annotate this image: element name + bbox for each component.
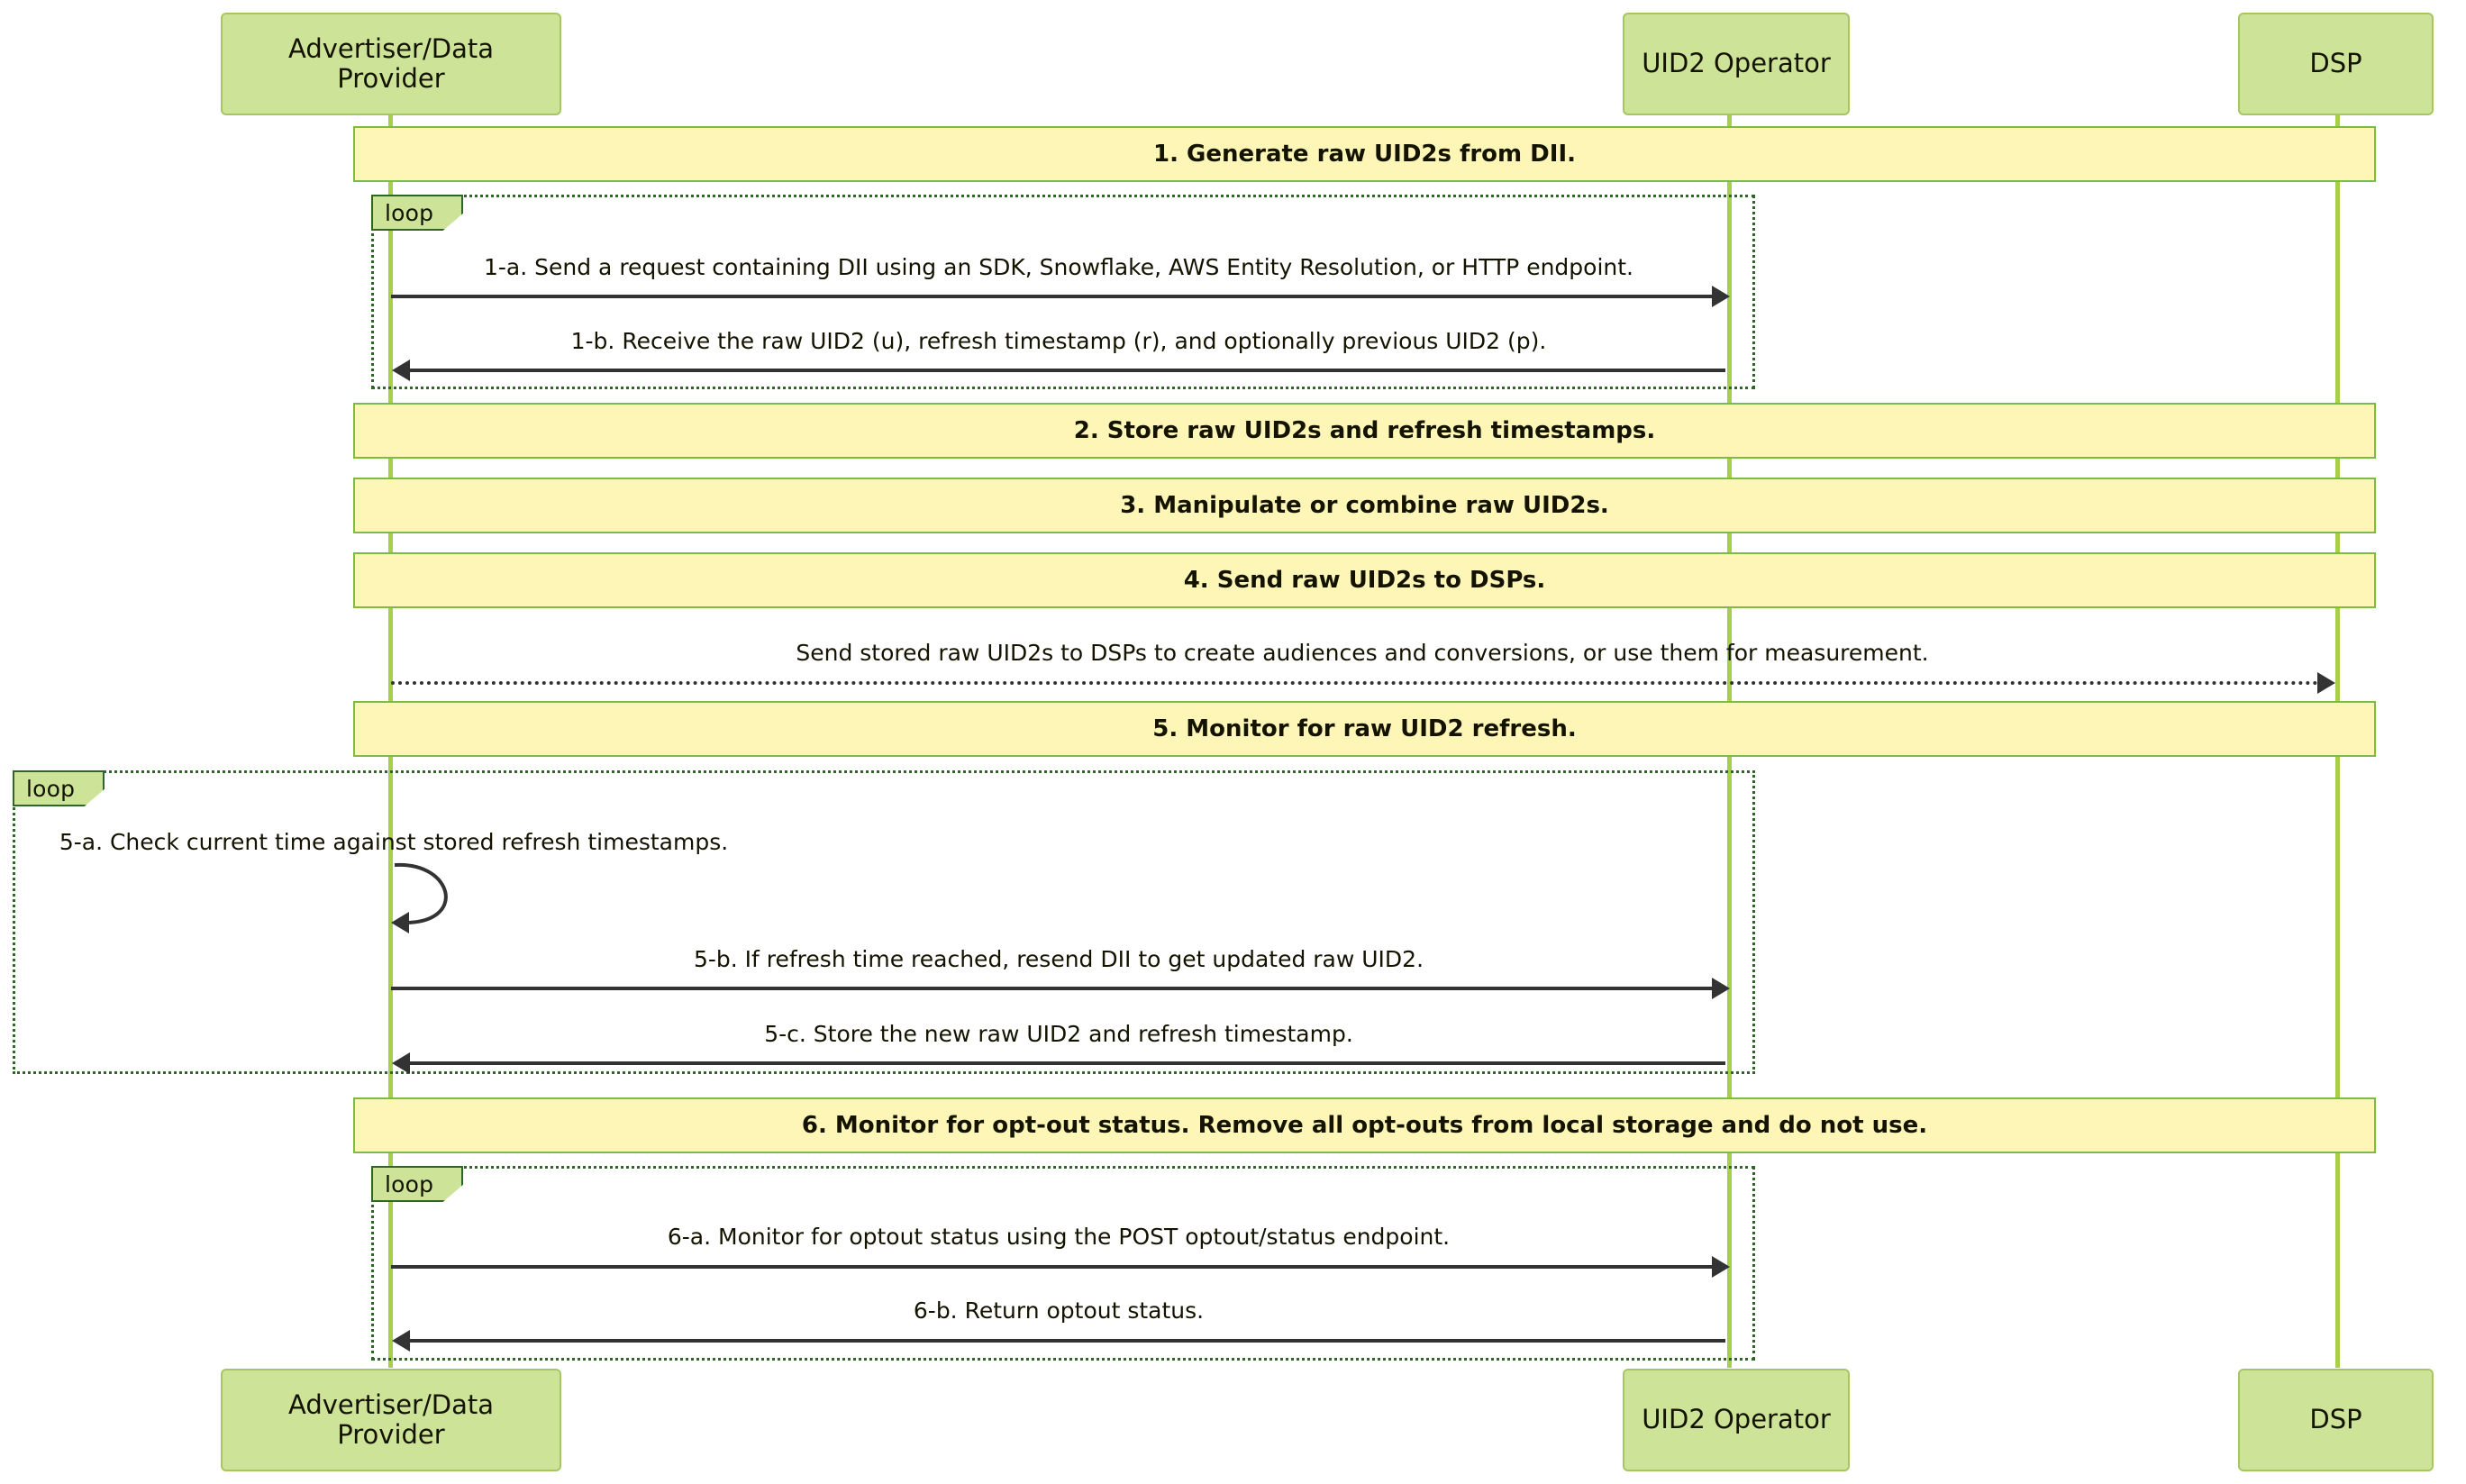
message-line-1b (410, 369, 1725, 372)
note-text: 6. Monitor for opt-out status. Remove al… (801, 1112, 1928, 1139)
message-line-6a (391, 1265, 1715, 1269)
loop-frame-1 (371, 195, 1755, 389)
message-selfloop-5a (391, 862, 448, 933)
loop-label-1: loop (371, 195, 463, 231)
note-text: 3. Manipulate or combine raw UID2s. (1120, 492, 1609, 519)
loop-frame-3 (371, 1166, 1755, 1361)
message-arrowhead-6a (1712, 1256, 1730, 1278)
participant-advertiser-top[interactable]: Advertiser/Data Provider (221, 13, 561, 115)
note-text: 2. Store raw UID2s and refresh timestamp… (1073, 417, 1656, 444)
message-label-6b: 6-b. Return optout status. (913, 1297, 1205, 1324)
participant-label: Advertiser/Data Provider (288, 1388, 494, 1450)
note-text: 4. Send raw UID2s to DSPs. (1183, 567, 1546, 594)
participant-operator-top[interactable]: UID2 Operator (1623, 13, 1850, 115)
note-text: 1. Generate raw UID2s from DII. (1153, 141, 1576, 168)
note-block-2: 2. Store raw UID2s and refresh timestamp… (353, 403, 2376, 459)
loop-label-text: loop (385, 199, 434, 226)
message-arrowhead-1a (1712, 286, 1730, 307)
message-label-dsp: Send stored raw UID2s to DSPs to create … (796, 640, 1929, 666)
loop-label-2: loop (13, 770, 105, 806)
message-arrowhead-dsp (2317, 672, 2335, 694)
participant-label: Advertiser/Data Provider (288, 32, 494, 94)
participant-dsp-bottom[interactable]: DSP (2238, 1369, 2434, 1471)
message-line-dsp (391, 681, 2319, 685)
message-line-1a (391, 295, 1715, 298)
participant-label: DSP (2309, 48, 2362, 79)
note-block-6: 6. Monitor for opt-out status. Remove al… (353, 1097, 2376, 1153)
note-block-3: 3. Manipulate or combine raw UID2s. (353, 478, 2376, 533)
note-block-5: 5. Monitor for raw UID2 refresh. (353, 701, 2376, 757)
loop-label-text: loop (385, 1170, 434, 1197)
message-arrowhead-6b (392, 1330, 410, 1352)
note-block-1: 1. Generate raw UID2s from DII. (353, 126, 2376, 182)
message-label-1a: 1-a. Send a request containing DII using… (484, 254, 1633, 280)
message-label-6a: 6-a. Monitor for optout status using the… (667, 1224, 1451, 1250)
participant-label: UID2 Operator (1642, 1404, 1831, 1435)
participant-advertiser-bottom[interactable]: Advertiser/Data Provider (221, 1369, 561, 1471)
message-arrowhead-5b (1712, 978, 1730, 999)
message-line-5b (391, 987, 1715, 990)
participant-label: UID2 Operator (1642, 48, 1831, 79)
message-label-5c: 5-c. Store the new raw UID2 and refresh … (764, 1021, 1353, 1047)
message-label-5b: 5-b. If refresh time reached, resend DII… (693, 946, 1424, 972)
message-arrowhead-5c (392, 1052, 410, 1074)
message-label-1b: 1-b. Receive the raw UID2 (u), refresh t… (570, 328, 1547, 354)
note-block-4: 4. Send raw UID2s to DSPs. (353, 552, 2376, 608)
participant-dsp-top[interactable]: DSP (2238, 13, 2434, 115)
message-line-6b (410, 1339, 1725, 1343)
message-arrowhead-1b (392, 360, 410, 381)
message-line-5c (410, 1061, 1725, 1065)
note-text: 5. Monitor for raw UID2 refresh. (1152, 715, 1577, 742)
loop-label-3: loop (371, 1166, 463, 1202)
message-label-5a: 5-a. Check current time against stored r… (59, 829, 729, 855)
participant-operator-bottom[interactable]: UID2 Operator (1623, 1369, 1850, 1471)
loop-label-text: loop (26, 775, 76, 802)
participant-label: DSP (2309, 1404, 2362, 1435)
